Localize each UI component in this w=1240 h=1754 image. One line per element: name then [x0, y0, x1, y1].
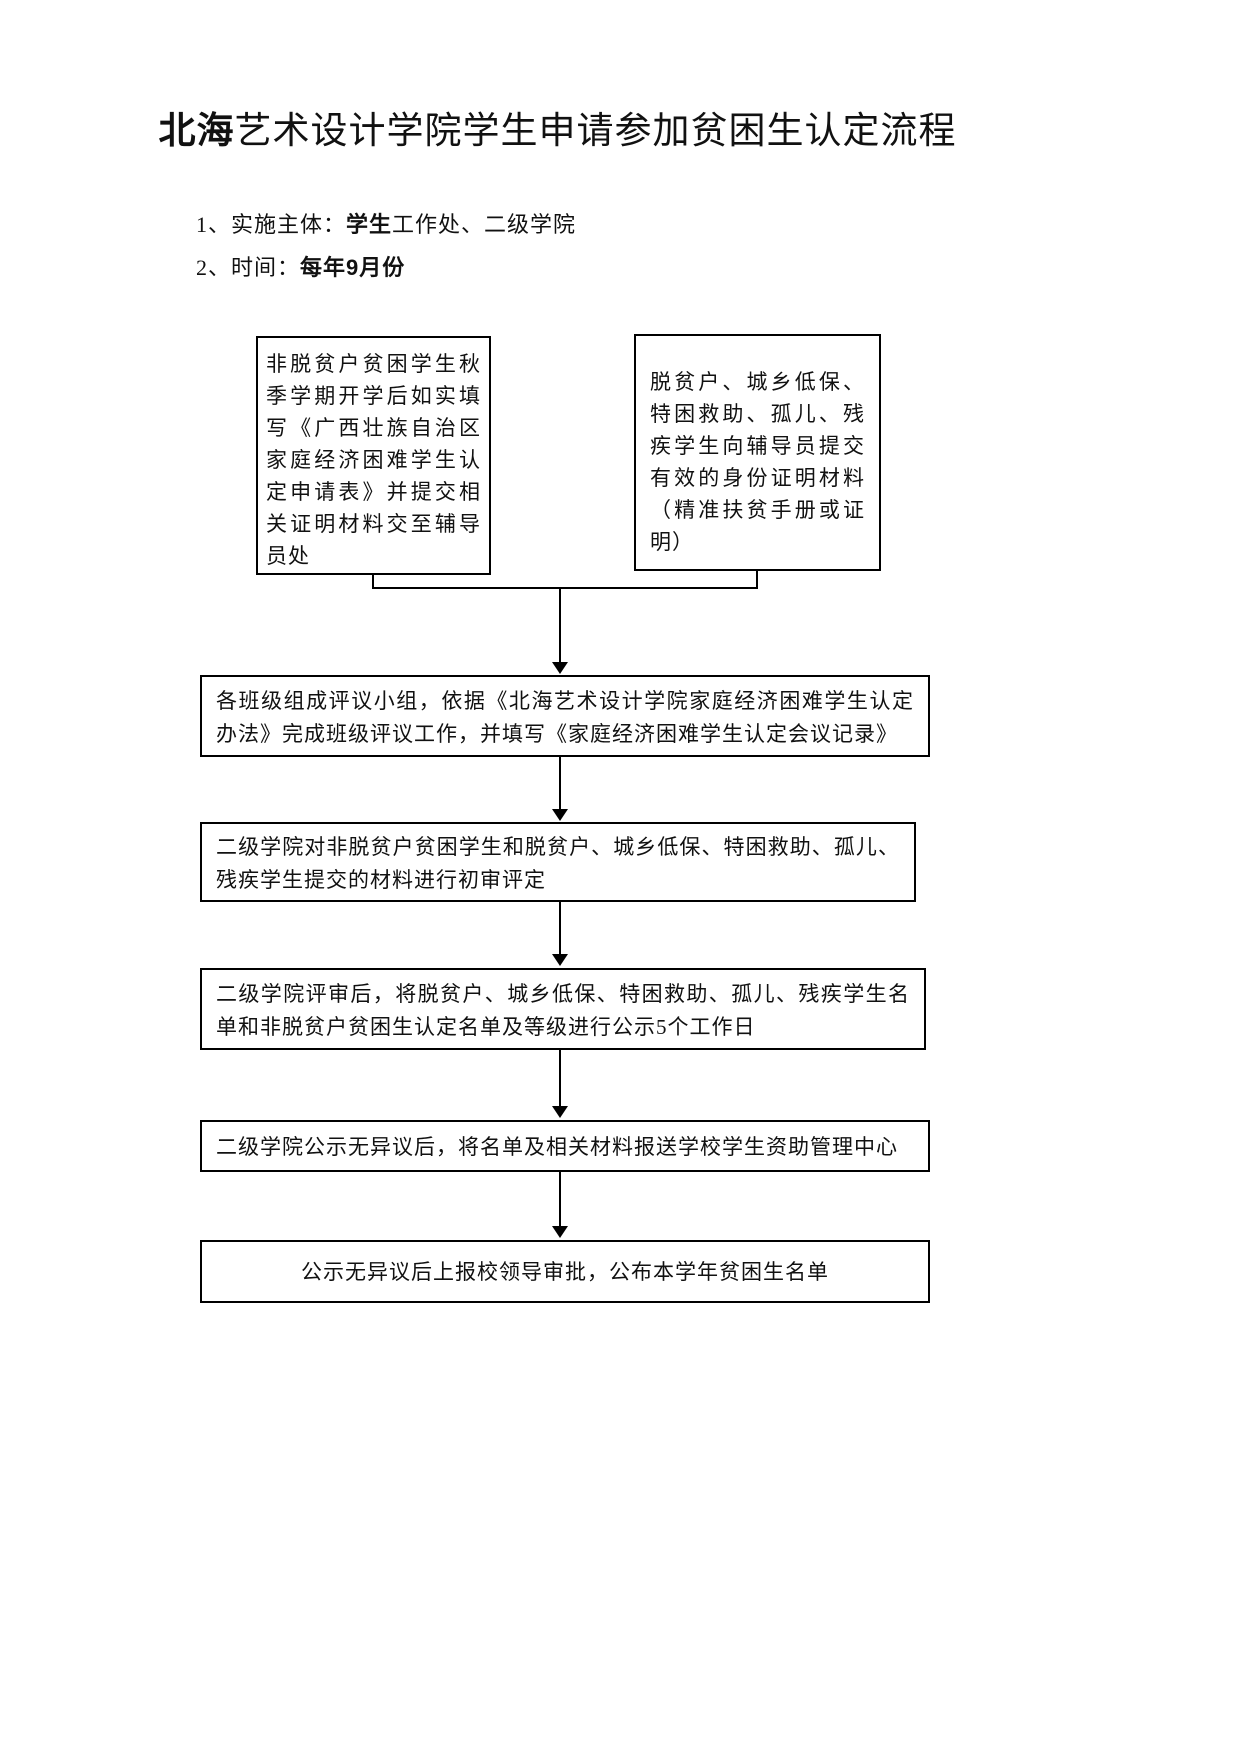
arrow-down-icon [552, 809, 568, 821]
meta-item-time: 2、时间：每年9月份 [196, 246, 576, 289]
meta-list: 1、实施主体：学生工作处、二级学院 2、时间：每年9月份 [196, 203, 576, 289]
flow-box-nonpoverty-application: 非脱贫户贫困学生秋季学期开学后如实填写《广西壮族自治区家庭经济困难学生认定申请表… [256, 336, 491, 575]
connector-right-stub [756, 571, 758, 589]
meta-item-subject-pre: 1、实施主体： [196, 212, 347, 237]
title-rest-part: 艺术设计学院学生申请参加贫困生认定流程 [234, 110, 957, 151]
flow-box-publicity: 二级学院评审后，将脱贫户、城乡低保、特困救助、孤儿、残疾学生名单和非脱贫户贫困生… [200, 968, 926, 1050]
connector-left-stub [372, 575, 374, 589]
connector-line-2 [559, 757, 561, 810]
flow-box-final-approval: 公示无异议后上报校领导审批，公布本学年贫困生名单 [200, 1240, 930, 1303]
connector-line-3 [559, 902, 561, 955]
title-bold-part: 北海 [158, 110, 235, 151]
arrow-down-icon [552, 1226, 568, 1238]
arrow-down-icon [552, 662, 568, 674]
flow-box-submit-materials: 二级学院公示无异议后，将名单及相关材料报送学校学生资助管理中心 [200, 1120, 930, 1172]
connector-line-5 [559, 1172, 561, 1227]
arrow-down-icon [552, 1106, 568, 1118]
connector-merge-arrow-line [559, 587, 561, 663]
meta-item-time-pre: 2、时间： [196, 255, 301, 280]
connector-merge-line [372, 587, 758, 589]
flow-box-poverty-proof: 脱贫户、城乡低保、特困救助、孤儿、残疾学生向辅导员提交有效的身份证明材料（精准扶… [634, 334, 881, 571]
flow-box-college-check: 二级学院对非脱贫户贫困学生和脱贫户、城乡低保、特困救助、孤儿、残疾学生提交的材料… [200, 822, 916, 902]
connector-line-4 [559, 1050, 561, 1107]
page-title: 北海艺术设计学院学生申请参加贫困生认定流程 [0, 100, 1115, 154]
meta-item-subject: 1、实施主体：学生工作处、二级学院 [196, 203, 576, 246]
meta-item-subject-post: 工作处、二级学院 [392, 212, 577, 237]
meta-item-time-bold: 每年9月份 [300, 255, 406, 280]
meta-item-subject-bold: 学生 [346, 212, 393, 237]
flow-box-class-review: 各班级组成评议小组，依据《北海艺术设计学院家庭经济困难学生认定办法》完成班级评议… [200, 675, 930, 757]
arrow-down-icon [552, 954, 568, 966]
